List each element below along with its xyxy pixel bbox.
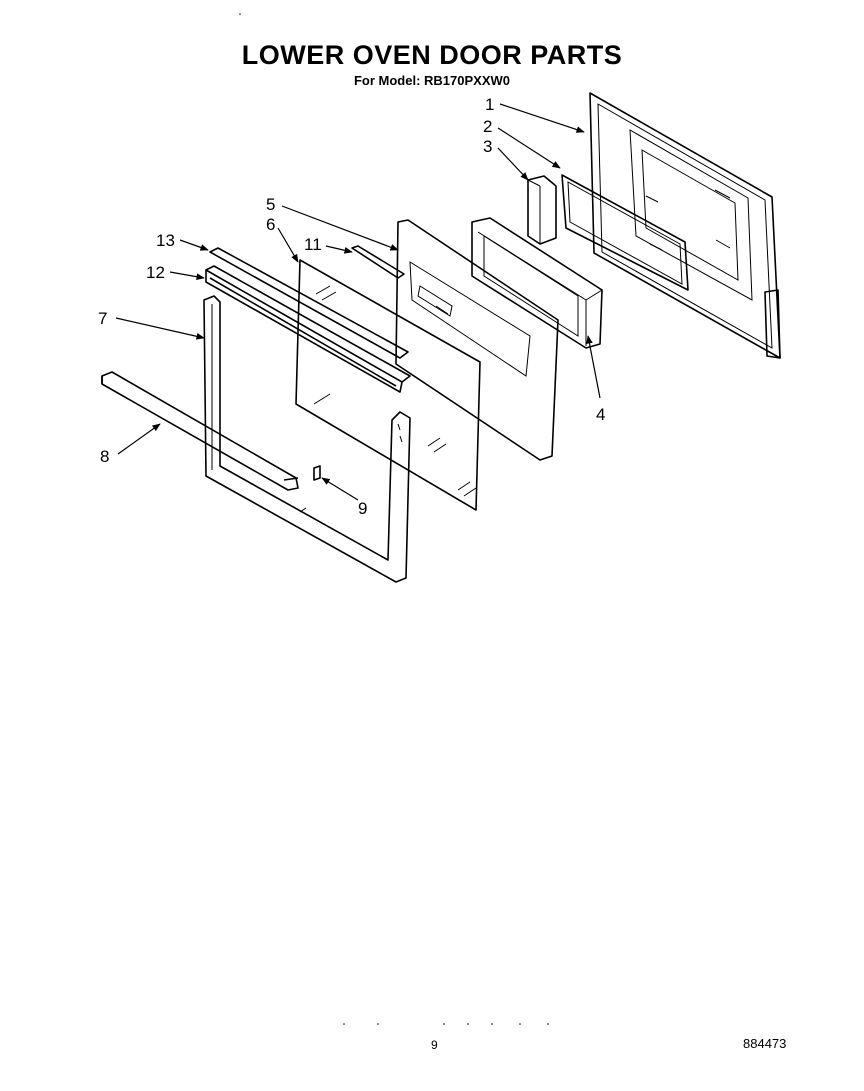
callout-3: 3 [483, 137, 492, 156]
bracket [527, 175, 557, 245]
model-subtitle: For Model: RB170PXXW0 [353, 73, 511, 88]
callout-7: 7 [98, 309, 107, 328]
top-vent-trim [209, 247, 409, 359]
callout-13: 13 [156, 231, 175, 250]
leader-lines [115, 103, 601, 501]
callout-12: 12 [146, 263, 165, 282]
inner-door-panel [589, 92, 781, 359]
door-glass [295, 259, 481, 511]
insulation-box [471, 217, 603, 349]
door-handle-bar [101, 371, 299, 491]
diagram-code: 884473 [743, 1036, 787, 1051]
page-number: 9 [431, 1038, 438, 1052]
callout-8: 8 [100, 447, 109, 466]
callout-5: 5 [266, 195, 275, 214]
page-title: LOWER OVEN DOOR PARTS [241, 40, 623, 70]
callout-1: 1 [485, 95, 494, 114]
callout-9: 9 [358, 499, 367, 518]
callout-6: 6 [266, 215, 275, 234]
callout-2: 2 [483, 117, 492, 136]
screw [313, 465, 321, 481]
handle-rail [205, 265, 411, 393]
outer-door-frame [203, 295, 411, 583]
door-gasket [561, 174, 689, 291]
scan-marks [239, 13, 549, 1025]
callout-4: 4 [596, 405, 605, 424]
callout-11: 11 [304, 235, 322, 254]
glass-seal-strip [351, 245, 405, 279]
inner-glass-frame [395, 219, 559, 461]
